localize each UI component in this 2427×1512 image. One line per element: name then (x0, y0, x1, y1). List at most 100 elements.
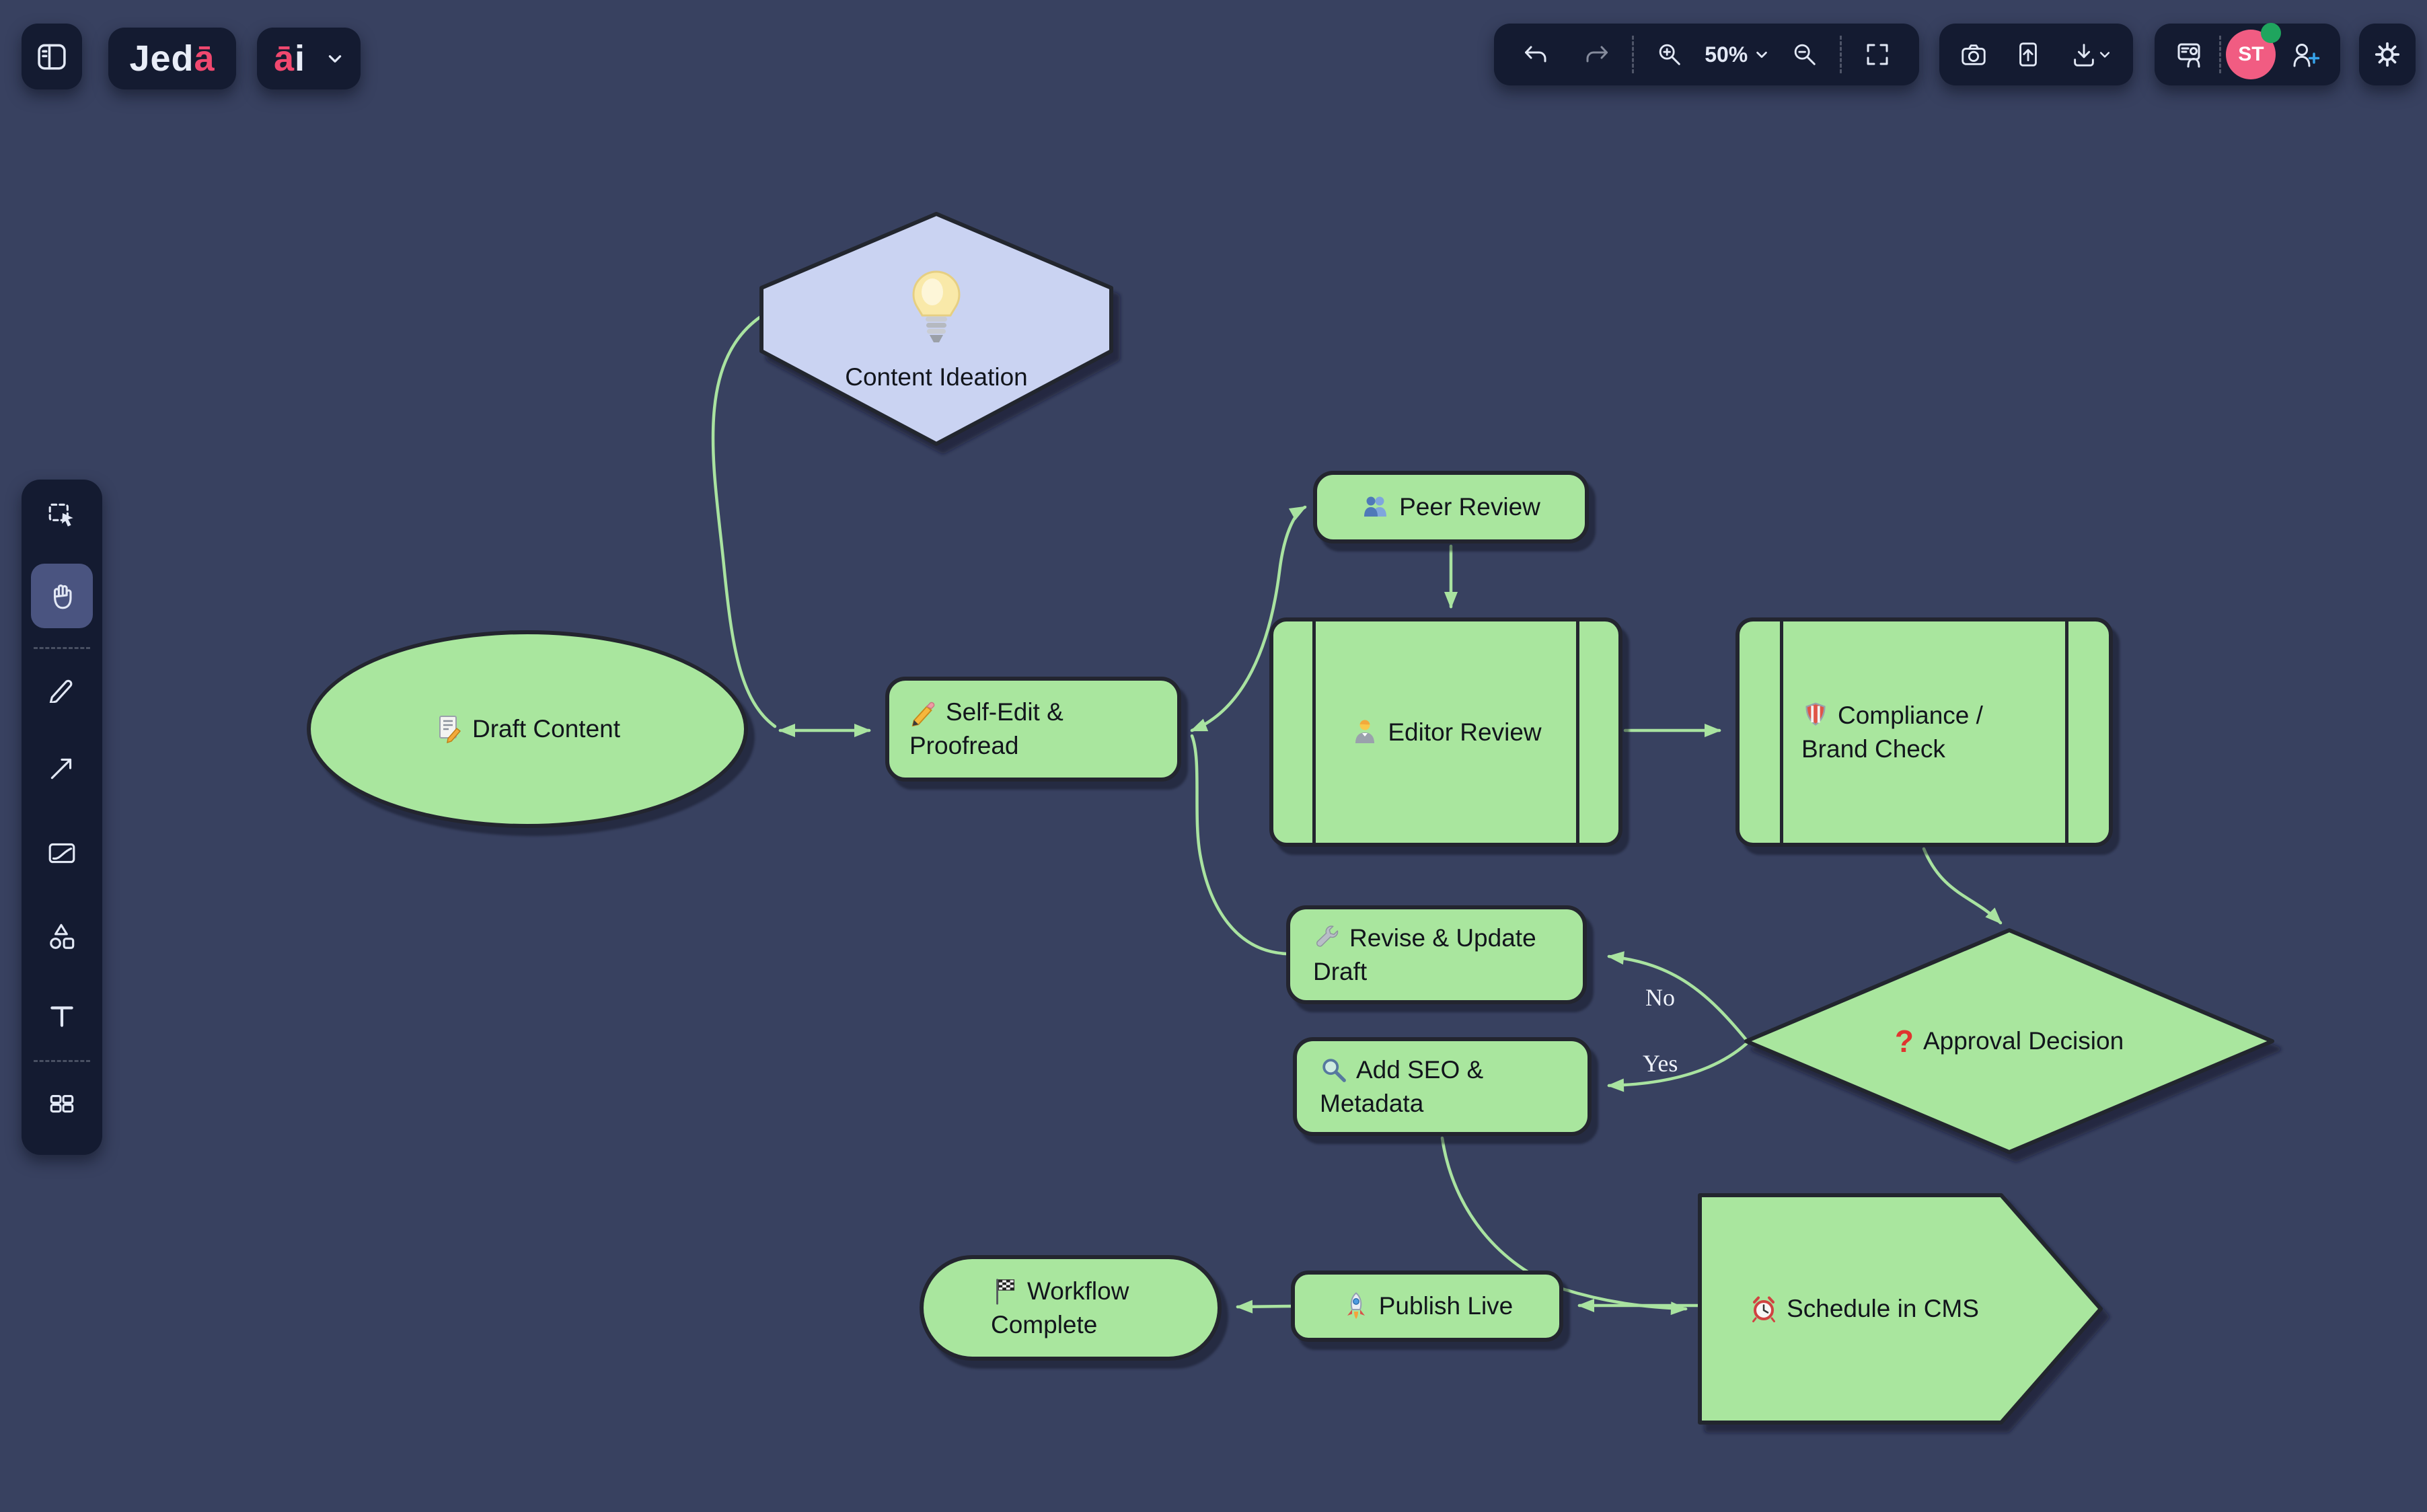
node-draft-content[interactable]: Draft Content (307, 630, 748, 828)
settings-button-pill (2359, 24, 2416, 85)
rocket-icon (1347, 1292, 1365, 1319)
edge-label-yes: Yes (1643, 1050, 1678, 1077)
divider (34, 1060, 90, 1062)
settings-button[interactable] (2362, 24, 2413, 85)
screenshot-button[interactable] (1948, 24, 1999, 85)
node-label: Content Ideation (845, 363, 1028, 391)
node-label: Peer Review (1399, 493, 1540, 521)
fullscreen-icon (1867, 44, 1888, 65)
redo-icon (1586, 46, 1608, 63)
node-revise-update-draft[interactable]: Revise & Update Draft (1286, 905, 1587, 1004)
zoom-level-dropdown[interactable]: 50% (1705, 42, 1769, 67)
node-label: Revise & Update Draft (1313, 923, 1536, 985)
zoom-level-value: 50% (1705, 42, 1748, 67)
upload-document-icon (2019, 42, 2037, 67)
node-label: Compliance / Brand Check (1801, 701, 1983, 763)
upload-button[interactable] (2003, 24, 2054, 85)
shield-icon (1805, 702, 1826, 726)
arrow-icon (50, 758, 72, 780)
node-label: Approval Decision (1922, 1027, 2124, 1055)
node-publish-live[interactable]: Publish Live (1291, 1271, 1563, 1342)
lightbulb-icon (912, 270, 961, 342)
edge-publish-to-workflow[interactable] (1236, 1299, 1293, 1314)
zoom-out-button[interactable] (1779, 24, 1830, 85)
avatar-initials: ST (2238, 43, 2264, 65)
node-peer-review[interactable]: Peer Review (1313, 471, 1589, 543)
jeda-logo-text: Jedā (129, 38, 215, 79)
ai-menu-button[interactable]: āi (257, 28, 361, 89)
checkered-flag-icon (996, 1278, 1015, 1305)
node-schedule-in-cms[interactable]: Schedule in CMS (1719, 1275, 2009, 1343)
capture-export-toolbar (1939, 24, 2133, 85)
tool-connector[interactable] (31, 736, 93, 800)
edge-revise-to-selfedit[interactable] (1190, 734, 1288, 956)
tool-hand[interactable] (31, 564, 93, 628)
download-button[interactable] (2057, 24, 2124, 85)
edge-compliance-to-approval[interactable] (1922, 847, 2003, 925)
undo-icon (1525, 46, 1546, 63)
history-zoom-toolbar: 50% (1494, 24, 1919, 85)
node-label: Draft Content (472, 715, 621, 743)
image-icon (48, 843, 75, 864)
account-toolbar: ST (2155, 23, 2340, 85)
separator (2218, 36, 2221, 73)
zoom-in-icon (1659, 44, 1680, 65)
subprocess-line (1780, 621, 1783, 843)
jeda-logo[interactable]: Jedā (108, 28, 236, 89)
node-workflow-complete[interactable]: Workflow Complete (920, 1255, 1222, 1361)
settings-gear-icon (2375, 42, 2400, 67)
node-label: Editor Review (1388, 718, 1542, 746)
zoom-in-button[interactable] (1644, 24, 1695, 85)
node-shape-schedule-in-cms[interactable] (1698, 1193, 2103, 1425)
node-add-seo-metadata[interactable]: Add SEO & Metadata (1293, 1037, 1592, 1136)
pencil-icon (911, 702, 935, 727)
sidebar-toggle-button[interactable] (22, 24, 82, 89)
avatar[interactable]: ST (2226, 23, 2282, 79)
zoom-out-icon (1794, 44, 1816, 65)
tool-draw[interactable] (31, 655, 93, 720)
question-mark-icon: ? (1894, 1024, 1914, 1059)
node-content-ideation[interactable]: Content Ideation (774, 237, 1099, 425)
tool-text[interactable] (31, 983, 93, 1048)
marquee-select-icon (48, 503, 73, 527)
hand-icon (53, 584, 72, 609)
node-compliance-brand-check[interactable]: Compliance / Brand Check (1735, 617, 2113, 847)
edge-label-no: No (1645, 984, 1675, 1011)
pen-icon (49, 679, 73, 703)
camera-icon (1962, 44, 1986, 65)
node-editor-review[interactable]: Editor Review (1269, 617, 1622, 847)
node-label: Self-Edit & Proofread (909, 698, 1063, 759)
tool-media[interactable] (31, 821, 93, 885)
wrench-icon (1316, 925, 1339, 947)
text-icon (50, 1006, 73, 1027)
tool-select[interactable] (31, 483, 93, 547)
edge-approval-to-seo-yes[interactable] (1607, 1042, 1748, 1092)
node-label: Add SEO & Metadata (1320, 1055, 1484, 1117)
divider (34, 647, 90, 649)
node-shape-approval-decision[interactable] (1744, 928, 2274, 1154)
edge-selfedit-peer[interactable] (1190, 505, 1307, 732)
presentation-button[interactable] (2165, 24, 2214, 85)
node-self-edit-proofread[interactable]: Self-Edit & Proofread (885, 677, 1181, 782)
alarm-clock-icon (1752, 1296, 1776, 1322)
tool-apps[interactable] (31, 1071, 93, 1135)
separator (1632, 36, 1635, 73)
tool-shapes[interactable] (31, 904, 93, 969)
fullscreen-button[interactable] (1852, 24, 1903, 85)
redo-button[interactable] (1571, 24, 1622, 85)
node-approval-decision[interactable]: ? Approval Decision (1816, 1008, 2202, 1075)
separator (1840, 36, 1842, 73)
add-user-button[interactable] (2281, 24, 2329, 85)
subprocess-line (2065, 621, 2068, 843)
subprocess-line (1312, 621, 1316, 843)
sidebar-toggle-icon (38, 44, 66, 70)
undo-button[interactable] (1510, 24, 1561, 85)
office-worker-icon (1355, 720, 1375, 743)
magnifier-icon (1322, 1058, 1346, 1082)
tool-palette (22, 480, 102, 1155)
online-status-dot (2261, 23, 2282, 43)
edge-approval-to-revise-no[interactable] (1607, 951, 1748, 1042)
edge-ideation-to-draft[interactable] (711, 314, 777, 728)
